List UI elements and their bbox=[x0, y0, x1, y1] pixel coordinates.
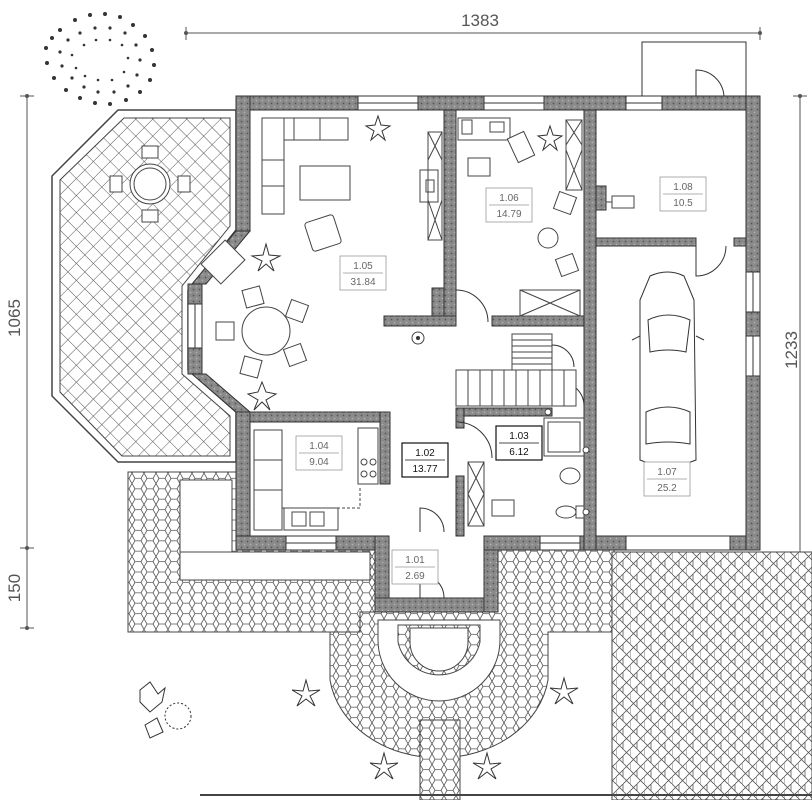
paving-driveway bbox=[611, 551, 812, 800]
room-number: 1.05 bbox=[353, 261, 373, 272]
garage-door bbox=[625, 535, 731, 551]
dimension-left-porch-label: 150 bbox=[5, 574, 24, 602]
room-label-1-03: 1.03 6.12 bbox=[495, 425, 543, 461]
room-area: 2.69 bbox=[405, 571, 425, 582]
windows bbox=[187, 95, 761, 551]
room-area: 9.04 bbox=[309, 457, 329, 468]
room-number: 1.08 bbox=[673, 182, 693, 193]
walls bbox=[187, 95, 761, 613]
room-label-1-07: 1.07 25.2 bbox=[643, 461, 691, 497]
toilet-icon bbox=[555, 505, 577, 519]
room-label-1-02: 1.02 13.77 bbox=[401, 442, 449, 478]
room-number: 1.02 bbox=[415, 448, 435, 459]
car-icon bbox=[631, 271, 705, 467]
hall-wardrobe bbox=[467, 461, 515, 527]
room-area: 31.84 bbox=[350, 277, 375, 288]
room-labels: 1.01 2.69 1.02 13.77 1.03 6.12 1.04 9.04 1.05 31.… bbox=[295, 176, 707, 585]
dimension-left: 1065 150 bbox=[5, 94, 34, 630]
plant-icon bbox=[291, 676, 579, 780]
room-number: 1.04 bbox=[309, 441, 329, 452]
dimension-left-main-label: 1065 bbox=[5, 299, 24, 337]
room-area: 6.12 bbox=[509, 447, 529, 458]
doors bbox=[419, 41, 747, 599]
dimension-right-label: 1233 bbox=[782, 331, 801, 369]
room-number: 1.07 bbox=[657, 467, 677, 478]
stairs bbox=[455, 289, 581, 407]
room-number: 1.06 bbox=[499, 193, 519, 204]
room-label-1-04: 1.04 9.04 bbox=[295, 435, 343, 471]
terrace-dining-set bbox=[109, 145, 191, 223]
room-label-1-01: 1.01 2.69 bbox=[391, 549, 439, 585]
bush-icon bbox=[139, 681, 192, 739]
room-area: 25.2 bbox=[657, 483, 677, 494]
paving-left bbox=[127, 471, 376, 633]
living-room-furniture bbox=[200, 117, 445, 379]
room-area: 14.79 bbox=[496, 209, 521, 220]
room-area: 13.77 bbox=[412, 464, 437, 475]
room-area: 10.5 bbox=[673, 198, 693, 209]
room-number: 1.03 bbox=[509, 431, 529, 442]
terrace bbox=[51, 109, 237, 463]
dimension-top-label: 1383 bbox=[461, 11, 499, 30]
room-label-1-06: 1.06 14.79 bbox=[485, 187, 533, 223]
bathroom-fixtures bbox=[543, 408, 590, 519]
tree-icon bbox=[44, 12, 156, 106]
houseplant-icon bbox=[246, 114, 564, 411]
boiler-icon bbox=[595, 185, 635, 211]
room-label-1-08: 1.08 10.5 bbox=[659, 176, 707, 212]
office-furniture bbox=[457, 117, 583, 278]
room-number: 1.01 bbox=[405, 555, 425, 566]
paving-entrance bbox=[329, 547, 615, 800]
kitchen-furniture bbox=[253, 427, 379, 531]
dimension-top: 1383 bbox=[184, 11, 762, 40]
room-label-1-05: 1.05 31.84 bbox=[339, 255, 387, 291]
washbasin-icon bbox=[559, 467, 581, 485]
